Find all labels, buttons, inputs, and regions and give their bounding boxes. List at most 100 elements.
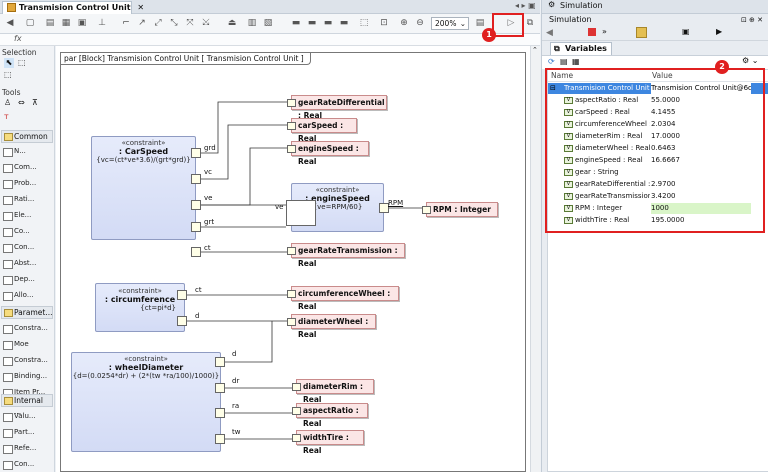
row-value[interactable]: 1000 [651,203,751,214]
zoom-select[interactable]: 200%⌄ [431,17,469,30]
settings-icon[interactable]: ⚙ ⌄ [742,56,759,65]
port-tw[interactable] [215,434,225,444]
palette-common-item-4[interactable]: Ele... [2,209,52,222]
line-icon-4[interactable]: ▬ [339,18,349,28]
row-value[interactable]: 4.1455 [651,108,676,116]
value-rpm[interactable]: RPM : Integer [422,202,498,217]
path-icon-6[interactable]: ⤩ [202,18,210,28]
play-icon[interactable]: ▶ [716,27,723,36]
palette-common-item-1[interactable]: Com... [2,161,52,174]
palette-common-item-7[interactable]: Abst... [2,257,52,270]
palette-section-parametric[interactable]: Paramet... [1,306,53,319]
palette-internal-item-0[interactable]: Valu... [2,410,52,423]
constraint-block-carspeed[interactable]: «constraint» : CarSpeed {vc=(ct*ve*3.6)/… [91,136,196,240]
row-value[interactable]: 16.6667 [651,156,680,164]
toolbar-icon-4[interactable]: ▣ [77,18,87,28]
filter-icon[interactable]: ▤ [560,57,568,66]
palette-common-item-5[interactable]: Co... [2,225,52,238]
port-dr[interactable] [215,383,225,393]
simulation-config-icon[interactable]: ⧉ [526,18,534,28]
variables-toggle-icon[interactable] [636,27,647,38]
line-icon-3[interactable]: ▬ [323,18,333,28]
toolbar-icon-2[interactable]: ▤ [45,18,55,28]
stop-icon[interactable] [588,28,596,36]
table-row-root[interactable]: ⊟ Transmision Control Unit. Transmision … [548,83,768,94]
port-d-wheel[interactable] [215,357,225,367]
line-icon-1[interactable]: ▬ [291,18,301,28]
value-circumference-wheel[interactable]: circumferenceWheel : Real [287,286,399,311]
toolbar-icon-1[interactable]: ▢ [25,18,35,28]
lasso-tool-icon[interactable]: ⬚ [4,70,12,79]
port-rpm[interactable] [379,203,389,213]
zoom-in-icon[interactable]: ⊕ [400,18,408,28]
port-ct[interactable] [191,247,201,257]
column-name[interactable]: Name [551,71,574,80]
palette-parametric-item-2[interactable]: Constra... [2,354,52,367]
tab-variables[interactable]: ⧉ Variables × [550,42,612,65]
palette-parametric-item-1[interactable]: Moe [2,338,52,351]
palette-internal-item-1[interactable]: Part... [2,426,52,439]
vertical-scrollbar[interactable]: ⌃ [530,46,540,472]
palette-common-item-3[interactable]: Rati... [2,193,52,206]
zoom-out-icon[interactable]: ⊖ [416,18,424,28]
pointer-tool-icon[interactable]: ⬉ [4,58,14,68]
palette-common-item-9[interactable]: Allo... [2,289,52,302]
palette-common-item-2[interactable]: Prob... [2,177,52,190]
export-icon[interactable]: ▦ [572,57,580,66]
row-value[interactable]: 17.0000 [651,132,680,140]
path-icon-3[interactable]: ⤢ [154,18,162,28]
back-icon[interactable]: ◀ [6,18,14,28]
port-d-circ[interactable] [177,316,187,326]
pin-icon[interactable]: ⊡ ⊕ ✕ [740,16,763,24]
palette-parametric-item-0[interactable]: Constra... [2,322,52,335]
resume-icon[interactable]: ◀ [546,28,553,38]
tab-transmission-control-unit[interactable]: Transmision Control Unit ✕ [2,1,144,14]
row-value[interactable]: 55.0000 [651,96,680,104]
value-aspect-ratio[interactable]: aspectRatio : Real [292,403,368,428]
top-tab-label[interactable]: Simulation [560,1,603,10]
path-icon-4[interactable]: ⤡ [170,18,178,28]
palette-section-common[interactable]: Common [1,130,53,143]
tools-icon-3[interactable]: ⊼ [32,98,38,107]
marquee-tool-icon[interactable]: ⬚ [18,58,26,67]
palette-common-item-6[interactable]: Con... [2,241,52,254]
row-value[interactable]: 195.0000 [651,216,685,224]
value-diameter-rim[interactable]: diameterRim : Real [292,379,374,404]
port-ve[interactable] [191,200,201,210]
port-ct-circ[interactable] [177,290,187,300]
palette-common-item-8[interactable]: Dep... [2,273,52,286]
refresh-icon[interactable]: ⟳ [548,57,555,66]
line-icon-2[interactable]: ▬ [307,18,317,28]
export-icon[interactable]: ▤ [475,18,485,28]
path-style-icon[interactable]: ⌐ [122,18,130,28]
toolbar-icon-3[interactable]: ▦ [61,18,71,28]
column-value[interactable]: Value [652,71,673,80]
tab-menu-icon[interactable]: ◂ ▸ ▣ [515,1,536,10]
play-icon[interactable]: ▷ [507,18,515,28]
value-car-speed[interactable]: carSpeed : Real [287,118,357,143]
palette-internal-item-3[interactable]: Con... [2,458,52,471]
constraint-block-wheeldiameter[interactable]: «constraint» : wheelDiameter {d=(0.0254*… [71,352,221,452]
port-ra[interactable] [215,408,225,418]
tools-icon-2[interactable]: ⇔ [18,98,25,107]
text-tool-icon[interactable]: ᴛ [4,112,9,121]
layout-icon-2[interactable]: ▥ [247,18,257,28]
row-value[interactable]: 2.0304 [651,120,676,128]
constraint-block-circumference[interactable]: «constraint» : circumference {ct=pi*d} [95,283,185,332]
value-width-tire[interactable]: widthTire : Real [292,430,364,455]
port-grd[interactable] [191,148,201,158]
tools-icon-1[interactable]: ♙ [4,98,12,107]
export-results-icon[interactable]: ▣ [682,27,690,36]
scroll-up-icon[interactable]: ⌃ [532,46,538,54]
close-icon[interactable]: ✕ [137,3,145,12]
